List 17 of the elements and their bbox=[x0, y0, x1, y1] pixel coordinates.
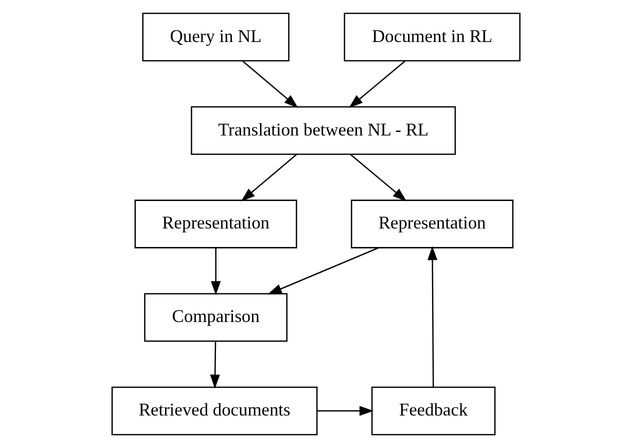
node-box: Comparison bbox=[144, 293, 288, 342]
arrow bbox=[317, 406, 374, 416]
node-box: Feedback bbox=[371, 386, 496, 436]
arrow bbox=[210, 341, 220, 389]
arrow bbox=[242, 60, 298, 108]
node-box: Translation between NL - RL bbox=[190, 106, 456, 155]
node-box: Retrieved documents bbox=[111, 386, 318, 436]
arrow bbox=[348, 60, 406, 108]
arrow bbox=[241, 154, 298, 202]
node-box: Document in RL bbox=[344, 12, 521, 62]
node-box: Representation bbox=[350, 200, 514, 248]
arrow bbox=[210, 248, 221, 296]
arrow bbox=[350, 154, 407, 202]
node-box: Representation bbox=[134, 200, 298, 248]
arrow bbox=[428, 246, 438, 387]
arrow bbox=[268, 247, 379, 294]
node-box: Query in NL bbox=[142, 12, 290, 62]
